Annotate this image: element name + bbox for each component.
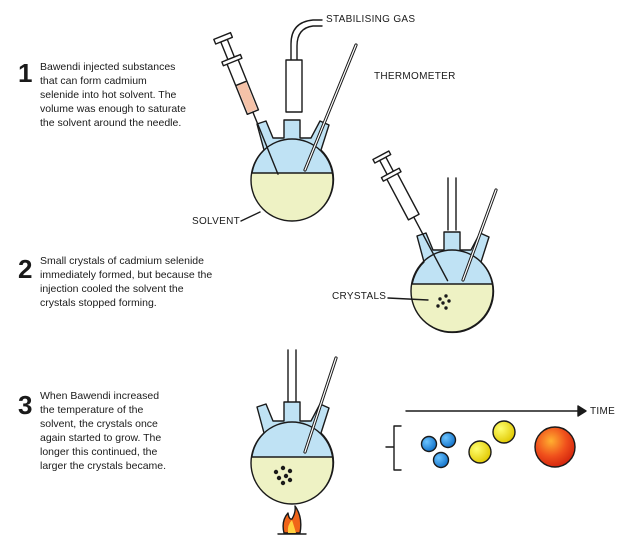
step-1-number: 1: [18, 58, 33, 88]
flask-3: [250, 349, 338, 505]
yellow-crystal: [492, 420, 516, 444]
syringe-1: [213, 31, 279, 175]
flame-icon: [277, 505, 307, 535]
stabilising-gas-tube: [290, 19, 323, 79]
step-2-line: immediately formed, but because the: [40, 269, 213, 281]
blue-crystal: [420, 435, 438, 453]
step-1-line: that can form cadmium: [40, 75, 147, 87]
time-arrow-head: [577, 405, 587, 417]
step-3-line: larger the crystals became.: [40, 460, 167, 472]
flask-2: [372, 150, 498, 334]
step-3-line: longer this continued, the: [40, 446, 158, 458]
time-label: TIME: [590, 406, 616, 417]
grown-crystals: [273, 465, 293, 486]
crystal-bracket: [385, 425, 402, 471]
crystal-size-progression: [420, 420, 576, 469]
crystals-label: CRYSTALS: [332, 291, 387, 302]
red-crystal: [534, 426, 576, 468]
step-3-line: the temperature of the: [40, 404, 144, 416]
flask-1: [213, 19, 358, 222]
step-3-line: again started to grow. The: [40, 432, 162, 444]
small-crystals: [436, 294, 451, 310]
step-3-line: solvent, the crystals once: [40, 418, 158, 430]
stabilising-gas-label: STABILISING GAS: [326, 14, 416, 25]
step-1-line: the solvent around the needle.: [40, 117, 182, 129]
step-2-line: injection cooled the solvent the: [40, 283, 184, 295]
blue-crystal: [439, 431, 457, 449]
step-3-description: When Bawendi increased the temperature o…: [40, 389, 166, 473]
syringe-2: [372, 150, 449, 282]
step-2-line: Small crystals of cadmium selenide: [40, 255, 204, 267]
step-2-line: crystals stopped forming.: [40, 297, 157, 309]
step-1-line: Bawendi injected substances: [40, 61, 176, 73]
step-2-description: Small crystals of cadmium selenide immed…: [40, 254, 212, 310]
step-1-line: volume was enough to saturate: [40, 103, 186, 115]
step-3-line: When Bawendi increased: [40, 390, 160, 402]
thermometer-label: THERMOMETER: [374, 71, 456, 82]
yellow-crystal: [468, 440, 492, 464]
solvent-label: SOLVENT: [192, 216, 241, 227]
step-1-line: selenide into hot solvent. The: [40, 89, 177, 101]
step-1-description: Bawendi injected substances that can for…: [40, 60, 186, 130]
step-3-number: 3: [18, 390, 33, 420]
blue-crystal: [432, 451, 450, 469]
step-2-number: 2: [18, 254, 33, 284]
